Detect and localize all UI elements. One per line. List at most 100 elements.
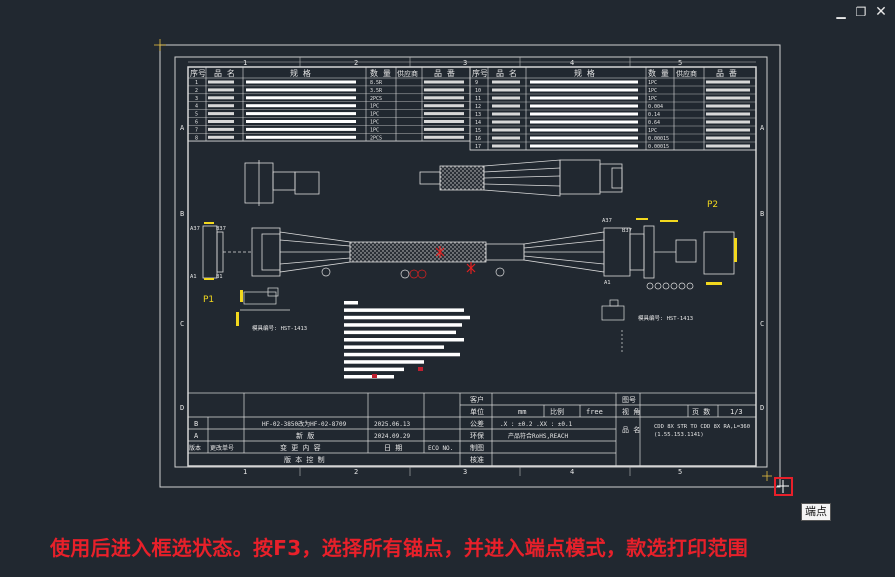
endpoint-snap-marker[interactable] [774, 477, 793, 496]
label-b37-right: B37 [622, 228, 632, 234]
bom-right-spec-redacted [530, 136, 638, 140]
snap-tooltip: 端点 [801, 503, 831, 521]
bom-right-header-no: 序号 [472, 68, 488, 78]
bom-left-spec-redacted [246, 135, 356, 139]
bom-left-name-redacted [208, 88, 234, 92]
bom-left-part-redacted [424, 104, 464, 108]
bom-header-qty: 数 量 [370, 68, 391, 78]
bom-left-name-redacted [208, 96, 234, 100]
restore-button[interactable]: ❐ [855, 5, 867, 19]
bom-right-no: 11 [475, 96, 481, 102]
minimize-button[interactable]: ▁ [836, 5, 846, 19]
rev-a-date: 2024.09.29 [374, 433, 411, 440]
bom-right-name-redacted [492, 136, 520, 140]
crosshair-cursor [777, 480, 789, 493]
bom-right-part-redacted [706, 136, 750, 140]
anchor-grips [154, 39, 772, 481]
bom-left-name-redacted [208, 135, 234, 139]
yellow-highlights [204, 218, 737, 326]
bom-right-header-vendor: 供应商 [676, 69, 697, 78]
zone-col-5-bottom: 5 [678, 468, 682, 476]
bom-left-qty: 1PC [370, 127, 379, 133]
bom-right-qty: 1PC [648, 96, 657, 102]
close-button[interactable]: ✕ [875, 4, 887, 20]
rev-header-change: 更改单号 [210, 444, 234, 452]
bom-right-no: 17 [475, 144, 481, 150]
bom-right-part-redacted [706, 80, 750, 84]
label-a37-right: A37 [602, 218, 612, 224]
bom-header-name: 品 名 [214, 68, 235, 78]
bom-right-header-spec: 规 格 [574, 68, 595, 78]
label-a1-right: A1 [604, 280, 611, 286]
note-line-redacted [344, 345, 444, 349]
bom-right-spec-redacted [530, 104, 638, 108]
zone-col-3: 3 [463, 59, 467, 67]
bom-left-no: 8 [195, 135, 198, 141]
bom-left-row: 6 1PC [188, 120, 470, 126]
main-cable-assembly [202, 225, 735, 279]
tb-unit-value: mm [518, 408, 526, 416]
bom-left-part-redacted [424, 112, 464, 116]
zone-col-4-bottom: 4 [570, 468, 574, 476]
bom-right-name-redacted [492, 104, 520, 108]
technical-notes [344, 301, 470, 379]
bom-left-no: 5 [195, 112, 198, 118]
rev-a-desc: 新 版 [296, 431, 314, 440]
bom-right-part-redacted [706, 112, 750, 116]
bom-right-part-redacted [706, 96, 750, 100]
bom-header-spec: 规 格 [290, 68, 311, 78]
bom-left-part-redacted [424, 96, 464, 100]
tb-env-value: 产品符合RoHS,REACH [508, 432, 569, 440]
bom-left-row: 5 1PC [188, 112, 470, 118]
bom-left-spec-redacted [246, 96, 356, 100]
bom-right-qty: 1PC [648, 80, 657, 86]
bom-left-name-redacted [208, 104, 234, 108]
bom-left-qty: 1PC [370, 120, 379, 126]
bom-right-name-redacted [492, 96, 520, 100]
mold-number-left: 模具编号: HST-1413 [252, 324, 307, 332]
bom-left-name-redacted [208, 80, 234, 84]
bom-right-qty: 0.14 [648, 112, 660, 118]
bom-right-part-redacted [706, 88, 750, 92]
bom-right-part-redacted [706, 128, 750, 132]
bom-right-qty: 1PC [648, 128, 657, 134]
bom-right-row: 10 1PC [470, 88, 756, 95]
bom-left-part-redacted [424, 120, 464, 123]
zone-row-c: C [180, 320, 184, 328]
bom-right-name-redacted [492, 128, 520, 132]
bom-left-spec-redacted [246, 104, 356, 108]
tb-tolerance: 公差 [470, 419, 484, 428]
bom-right-no: 14 [475, 120, 481, 126]
inner-frame [174, 56, 768, 468]
bom-left-qty: 2PCS [370, 135, 382, 141]
bom-right-row: 9 1PC [470, 80, 756, 87]
bom-right-part-redacted [706, 144, 750, 148]
bom-right-qty: 0.64 [648, 120, 660, 126]
bom-right-name-redacted [492, 120, 520, 124]
bom-right-part-redacted [706, 120, 750, 124]
bom-left-qty: 3.5R [370, 88, 383, 94]
bom-right-qty: 1PC [648, 88, 657, 94]
title-block-text: 客户 单位 mm 比例 free 公差 .X : ±0.2 .XX : ±0.1… [189, 395, 750, 464]
bom-left-qty: 2PCS [370, 96, 382, 102]
label-b1-left: B1 [216, 274, 223, 280]
zone-col-1: 1 [243, 59, 247, 67]
bom-right-no: 9 [475, 80, 478, 86]
bom-right-no: 10 [475, 88, 481, 94]
bom-right-name-redacted [492, 80, 520, 84]
tb-product-value2: (1.55.153.1141) [654, 432, 704, 438]
p1-detail [240, 287, 290, 311]
bom-left-no: 6 [195, 120, 198, 126]
bom-left-qty: 1PC [370, 112, 379, 118]
rev-a-ver: A [194, 432, 199, 440]
mold-number-right: 模具编号: HST-1413 [638, 314, 693, 322]
outer-frame [159, 44, 781, 488]
label-a1-left: A1 [190, 274, 197, 280]
zone-col-5: 5 [678, 59, 682, 67]
note-line-redacted [344, 360, 424, 364]
